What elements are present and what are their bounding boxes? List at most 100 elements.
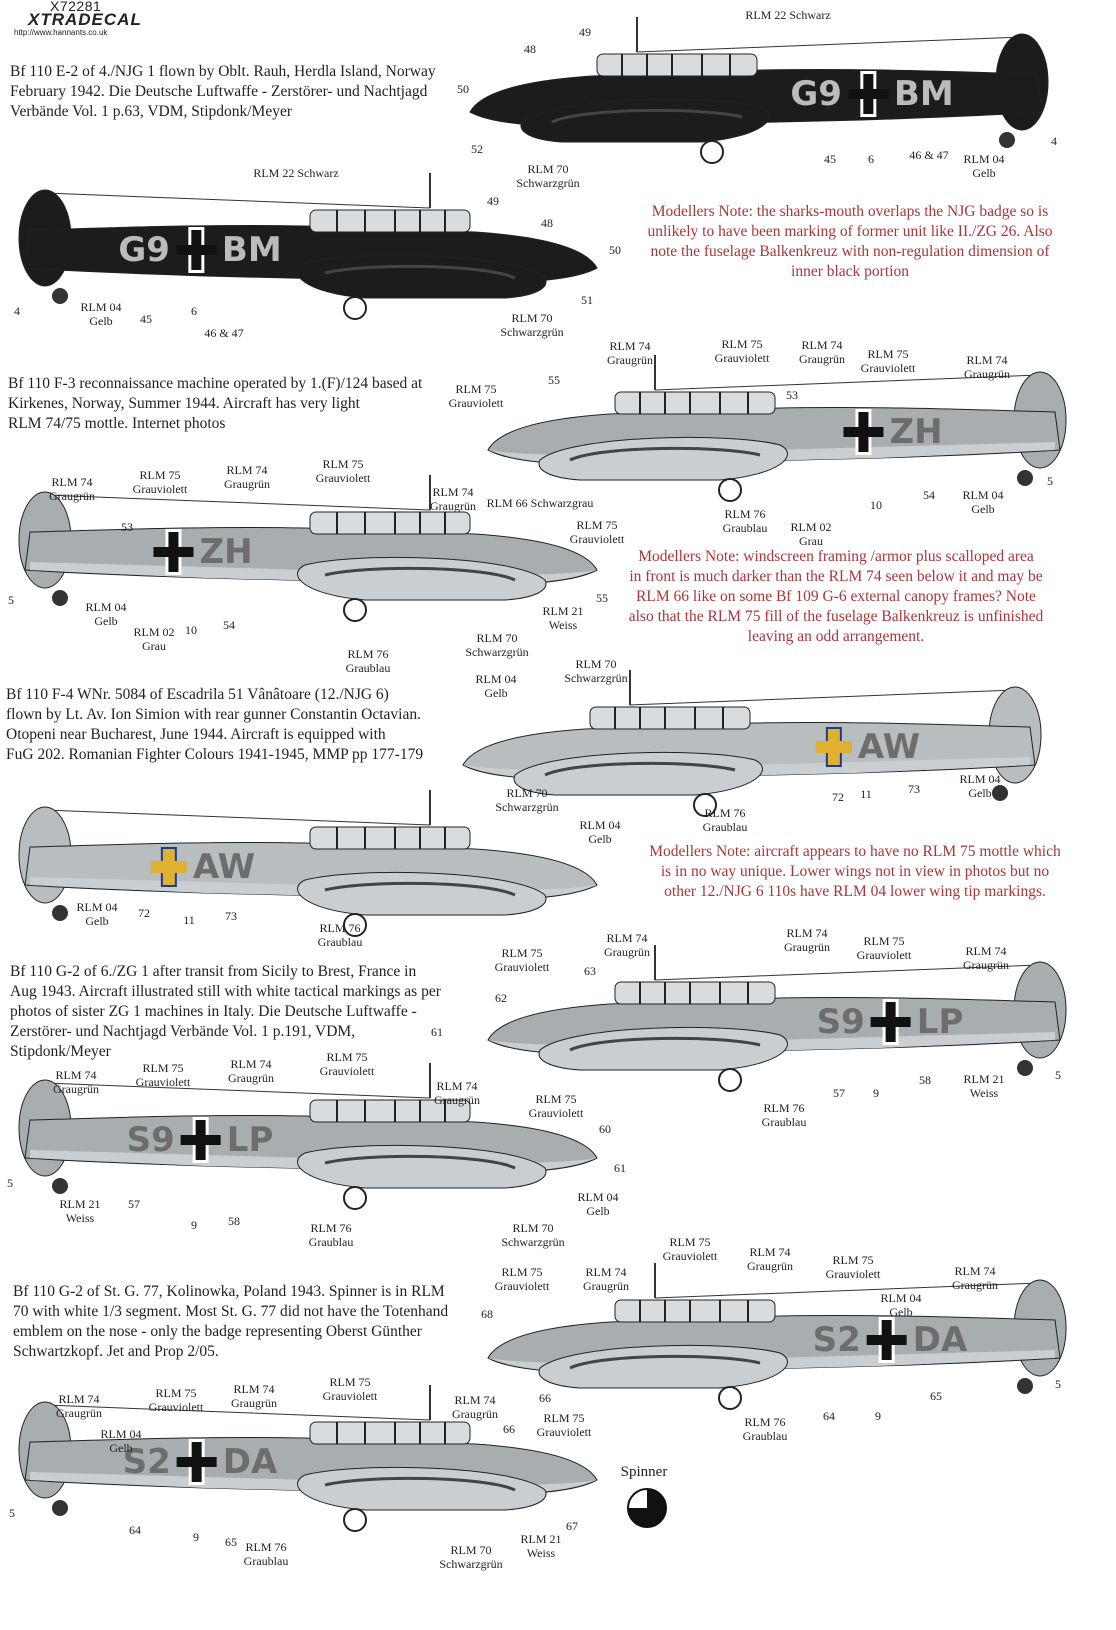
callout-label: RLM 74 Graugrün — [952, 1264, 998, 1292]
callout-label: RLM 74 Graugrün — [784, 926, 830, 954]
callout-label: RLM 70 Schwarzgrün — [500, 311, 564, 339]
code-right: DA — [912, 1320, 968, 1360]
callout-label: RLM 76 Graublau — [308, 1221, 354, 1249]
callout-label: 9 — [193, 1530, 199, 1544]
code-right: LP — [226, 1120, 274, 1160]
callout-label: 52 — [471, 142, 483, 156]
callout-label: RLM 70 Schwarzgrün — [516, 162, 580, 190]
code-right: BM — [221, 230, 282, 270]
spinner-diagram — [627, 1488, 667, 1528]
balkenkreuz-icon — [176, 1442, 217, 1482]
callout-label: 64 — [823, 1409, 835, 1423]
callout-label: RLM 74 Graugrün — [56, 1392, 102, 1420]
aircraft-profile-4: ZH — [5, 470, 605, 630]
callout-label: 45 — [140, 312, 152, 326]
callout-label: RLM 22 Schwarz — [253, 166, 339, 180]
callout-label: RLM 75 Grauviolett — [132, 468, 188, 496]
callout-label: 5 — [9, 1506, 15, 1520]
callout-label: RLM 04 Gelb — [577, 1190, 619, 1218]
brand-name: XTRADECAL — [28, 10, 142, 29]
code-right: BM — [893, 74, 954, 114]
romanian-cross-icon — [150, 849, 187, 885]
callout-label: RLM 76 Graublau — [702, 806, 748, 834]
callout-label: 61 — [431, 1025, 443, 1039]
callout-label: RLM 75 Grauviolett — [322, 1375, 378, 1403]
callout-label: 5 — [1055, 1068, 1061, 1082]
callout-label: RLM 75 Grauviolett — [319, 1050, 375, 1078]
balkenkreuz-icon — [843, 412, 884, 452]
callout-label: 49 — [487, 194, 499, 208]
balkenkreuz-icon — [153, 532, 194, 572]
callout-label: 57 — [128, 1197, 140, 1211]
callout-label: 5 — [1055, 1377, 1061, 1391]
callout-label: RLM 75 Grauviolett — [860, 347, 916, 375]
callout-label: RLM 74 Graugrün — [583, 1265, 629, 1293]
callout-label: 10 — [185, 623, 197, 637]
callout-label: RLM 75 Grauviolett — [448, 382, 504, 410]
callout-label: 66 — [503, 1422, 515, 1436]
callout-label: 6 — [191, 304, 197, 318]
website-url: http://www.hannants.co.uk — [14, 28, 108, 37]
callout-label: 11 — [860, 787, 872, 801]
callout-label: 58 — [228, 1214, 240, 1228]
fuselage-codes: AW — [810, 727, 920, 767]
callout-label: 55 — [596, 591, 608, 605]
fuselage-codes: ZH — [837, 412, 943, 452]
code-left: G9 — [790, 74, 842, 114]
callout-label: RLM 66 Schwarzgrau — [486, 496, 594, 510]
balkenkreuz-icon — [866, 1320, 907, 1360]
callout-label: 46 & 47 — [909, 148, 949, 162]
callout-label: 45 — [824, 152, 836, 166]
code-right: ZH — [889, 412, 943, 452]
modellers-note-2: Modellers Note: windscreen framing /armo… — [628, 548, 1044, 645]
callout-label: 9 — [191, 1218, 197, 1232]
callout-label: 65 — [930, 1389, 942, 1403]
callout-label: 53 — [121, 520, 133, 534]
callout-label: 49 — [579, 25, 591, 39]
callout-label: 64 — [129, 1523, 141, 1537]
aircraft-profile-6: AW — [5, 785, 605, 945]
callout-label: 57 — [833, 1086, 845, 1100]
callout-label: 9 — [875, 1409, 881, 1423]
fuselage-codes: AW — [145, 847, 255, 887]
callout-label: RLM 74 Graugrün — [607, 339, 653, 367]
code-right: LP — [916, 1002, 964, 1042]
callout-label: RLM 76 Graublau — [761, 1101, 807, 1129]
callout-label: 4 — [1051, 134, 1057, 148]
callout-label: 50 — [457, 82, 469, 96]
callout-label: 6 — [868, 152, 874, 166]
callout-label: 4 — [14, 304, 20, 318]
balkenkreuz-icon — [180, 1120, 221, 1160]
callout-label: RLM 22 Schwarz — [745, 8, 831, 22]
callout-label: 5 — [8, 593, 14, 607]
callout-label: RLM 21 Weiss — [542, 604, 584, 632]
callout-label: RLM 70 Schwarzgrün — [495, 786, 559, 814]
description-g2-stg77: Bf 110 G-2 of St. G. 77, Kolinowka, Pola… — [13, 1283, 449, 1360]
aircraft-profile-1: G9 BM — [462, 12, 1062, 172]
callout-label: RLM 21 Weiss — [963, 1072, 1005, 1100]
callout-label: RLM 74 Graugrün — [430, 485, 476, 513]
callout-label: RLM 76 Graublau — [722, 507, 768, 535]
callout-label: 72 — [832, 790, 844, 804]
callout-label: RLM 75 Grauviolett — [135, 1061, 191, 1089]
callout-label: 73 — [225, 909, 237, 923]
code-left: S2 — [122, 1442, 171, 1482]
callout-label: 54 — [223, 618, 235, 632]
balkenkreuz-icon — [847, 74, 888, 114]
callout-label: 55 — [548, 373, 560, 387]
callout-label: RLM 74 Graugrün — [228, 1057, 274, 1085]
callout-label: RLM 02 Grau — [790, 520, 832, 548]
callout-label: 10 — [870, 498, 882, 512]
callout-label: RLM 74 Graugrün — [231, 1382, 277, 1410]
description-e2: Bf 110 E-2 of 4./NJG 1 flown by Oblt. Ra… — [10, 63, 436, 120]
callout-label: 11 — [183, 913, 195, 927]
aircraft-profile-5: AW — [455, 665, 1055, 825]
callout-label: RLM 21 Weiss — [59, 1197, 101, 1225]
callout-label: 50 — [609, 243, 621, 257]
callout-label: RLM 75 Grauviolett — [494, 1265, 550, 1293]
